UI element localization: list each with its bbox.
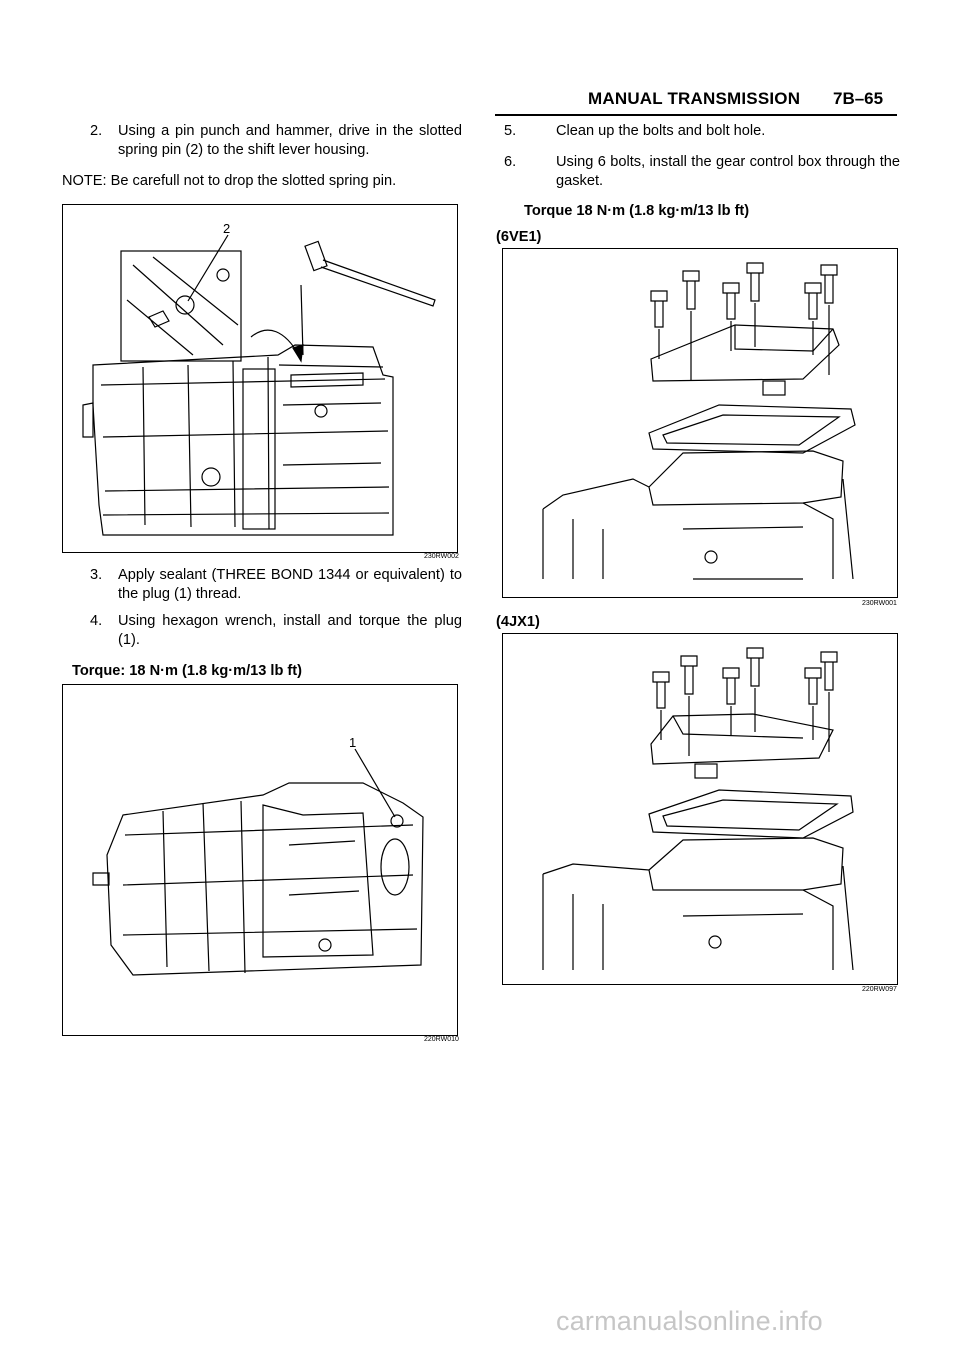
callout-2: 2 — [223, 221, 231, 236]
step-text: Using a pin punch and hammer, drive in t… — [118, 123, 462, 158]
bolt-set — [650, 262, 838, 381]
figure-pin-punch: 2 — [62, 204, 458, 553]
figure-plug: 1 — [62, 684, 458, 1036]
left-column-middle: 3. Apply sealant (THREE BOND 1344 or equ… — [62, 566, 462, 681]
step-number: 4. — [90, 613, 103, 629]
note: NOTE: Be carefull not to drop the slotte… — [62, 173, 397, 189]
figure-plug-illustration — [92, 748, 424, 976]
step-6: 6. Using 6 bolts, install the gear contr… — [496, 153, 900, 191]
step-text: Using 6 bolts, install the gear control … — [556, 154, 900, 189]
step-number: 5. — [504, 123, 517, 139]
right-column-top: 5. Clean up the bolts and bolt hole. 6. … — [496, 122, 900, 221]
figure-code: 230RW002 — [424, 553, 459, 560]
watermark: carmanualsonline.info — [556, 1306, 823, 1336]
callout-1: 1 — [349, 735, 357, 750]
header-rule — [495, 114, 897, 116]
torque-spec: Torque: 18 N·m (1.8 kg·m/13 lb ft) — [72, 663, 303, 679]
torque-spec: Torque 18 N·m (1.8 kg·m/13 lb ft) — [524, 203, 750, 219]
step-text: Clean up the bolts and bolt hole. — [556, 123, 766, 139]
step-5: 5. Clean up the bolts and bolt hole. — [496, 122, 900, 141]
figure-code: 220RW097 — [862, 986, 897, 993]
figure-6ve1 — [502, 248, 898, 598]
step-3: 3. Apply sealant (THREE BOND 1344 or equ… — [62, 566, 462, 604]
step-text: Using hexagon wrench, install and torque… — [118, 613, 462, 648]
heading-4jx1: (4JX1) — [496, 614, 540, 630]
figure-4jx1 — [502, 633, 898, 985]
page-number: 7B–65 — [833, 89, 884, 108]
step-2: 2. Using a pin punch and hammer, drive i… — [62, 122, 462, 160]
figure-4jx1-illustration — [542, 647, 854, 971]
step-number: 2. — [90, 123, 103, 139]
heading-6ve1: (6VE1) — [496, 229, 542, 245]
step-4: 4. Using hexagon wrench, install and tor… — [62, 612, 462, 650]
figure-code: 220RW010 — [424, 1036, 459, 1043]
figure-code: 230RW001 — [862, 600, 897, 607]
left-column-top: 2. Using a pin punch and hammer, drive i… — [62, 122, 462, 191]
step-number: 3. — [90, 567, 103, 583]
step-text: Apply sealant (THREE BOND 1344 or equiva… — [118, 567, 462, 602]
bolt-set — [652, 647, 838, 756]
figure-pin-punch-illustration — [82, 234, 436, 536]
step-number: 6. — [504, 154, 517, 170]
figure-6ve1-illustration — [542, 262, 856, 580]
section-title: MANUAL TRANSMISSION — [588, 89, 801, 108]
